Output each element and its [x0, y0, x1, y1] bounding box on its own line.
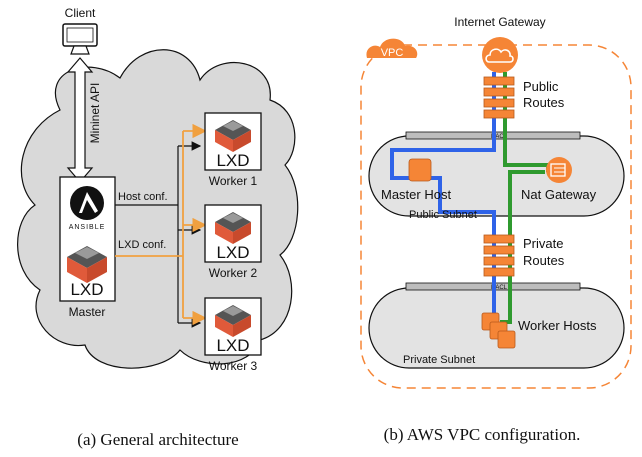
- worker-lxd-label: LXD: [216, 151, 249, 170]
- nacl-label: NACL: [491, 285, 508, 291]
- public-subnet-label: Public Subnet: [409, 209, 477, 221]
- right-panel: VPC Internet Gateway NACL NACL: [360, 15, 632, 444]
- client-computer-icon: [62, 23, 98, 55]
- ansible-label: ANSIBLE: [69, 224, 106, 231]
- worker-1: LXD: [204, 112, 262, 171]
- worker-label: Worker 2: [209, 266, 258, 280]
- vpc-label: VPC: [381, 47, 404, 59]
- api-label: Mininet API: [88, 83, 102, 144]
- nat-gateway-label: Nat Gateway: [521, 187, 597, 202]
- vpc-badge: [366, 38, 418, 58]
- worker-label: Worker 1: [209, 174, 258, 188]
- private-subnet-label: Private Subnet: [403, 354, 475, 366]
- public-routes-icon: [483, 76, 515, 119]
- master-lxd-label: LXD: [70, 280, 103, 299]
- worker-2: LXD: [204, 204, 262, 263]
- lxd-cube-icon: [67, 246, 107, 283]
- master-label: Master: [69, 305, 106, 319]
- private-routes-label: Routes: [523, 253, 565, 268]
- lxd-cube-icon: [215, 120, 251, 152]
- worker-3: LXD: [204, 297, 262, 356]
- right-caption: (b) AWS VPC configuration.: [384, 425, 581, 444]
- nat-gateway-icon: [546, 157, 572, 183]
- public-routes-label: Public: [523, 79, 559, 94]
- worker-hosts-label: Worker Hosts: [518, 318, 597, 333]
- master-host-label: Master Host: [381, 187, 451, 202]
- private-routes-icon: [483, 234, 515, 277]
- internet-gateway-label: Internet Gateway: [454, 15, 545, 29]
- public-routes-label: Routes: [523, 95, 565, 110]
- lxd-cube-icon: [215, 212, 251, 244]
- master-host-icon: [408, 158, 432, 182]
- lxd-conf-connectors: [115, 123, 207, 326]
- worker-lxd-label: LXD: [216, 336, 249, 355]
- host-conf-label: Host conf.: [118, 191, 168, 203]
- worker-hosts-icon: [481, 312, 516, 349]
- ansible-icon: [70, 186, 104, 220]
- left-panel: Client Mininet API ANSIBLE LXD Master Ho…: [17, 6, 299, 449]
- internet-gateway-icon: [482, 37, 518, 73]
- client-label: Client: [65, 6, 96, 20]
- nacl-label: NACL: [491, 134, 508, 140]
- lxd-conf-label: LXD conf.: [118, 239, 166, 251]
- private-routes-label: Private: [523, 236, 563, 251]
- left-caption: (a) General architecture: [77, 430, 238, 449]
- worker-label: Worker 3: [209, 359, 258, 373]
- worker-lxd-label: LXD: [216, 243, 249, 262]
- lxd-cube-icon: [215, 305, 251, 337]
